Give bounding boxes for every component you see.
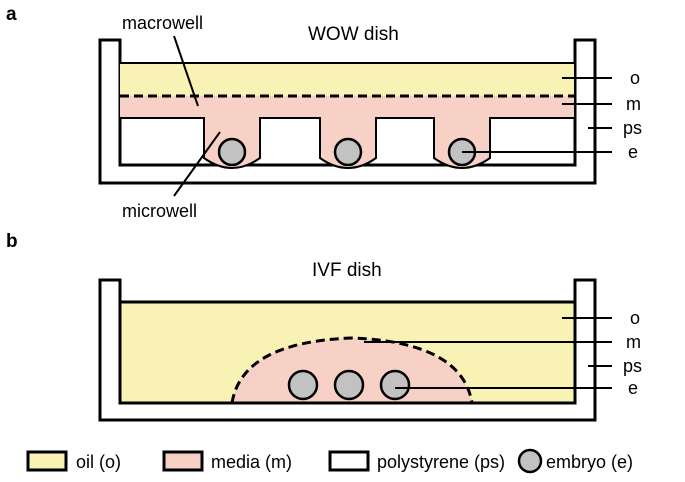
legend-oil-label: oil (o) [76, 452, 121, 472]
macrowell-pointer [173, 35, 199, 107]
wow-oil-layer [120, 63, 575, 96]
ivf-embryo-1 [287, 369, 319, 401]
panel-a-letter: a [6, 4, 17, 25]
legend-media-swatch [162, 450, 204, 472]
legend-media-label: media (m) [211, 452, 292, 472]
ivf-media-outline [230, 336, 474, 404]
ivf-layer-label-embryo: e [628, 378, 638, 398]
legend-polystyrene-label: polystyrene (ps) [377, 452, 505, 472]
legend: oil (o) media (m) polystyrene (ps) embry… [26, 448, 633, 474]
wow-well-outline [120, 62, 576, 169]
legend-oil-swatch [26, 450, 68, 472]
ivf-embryo-2 [333, 369, 365, 401]
panel-a-title: WOW dish [308, 24, 399, 45]
legend-polystyrene-swatch [328, 450, 370, 472]
wow-layer-label-oil: o [630, 68, 640, 88]
ivf-layer-label-ps: ps [623, 356, 642, 376]
wow-layer-label-embryo: e [628, 142, 638, 162]
ivf-embryo-3 [379, 369, 411, 401]
microwell-pointer [173, 131, 221, 197]
wow-layer-label-media: m [626, 94, 641, 114]
panel-b-letter: b [6, 231, 18, 252]
ivf-layer-label-media: m [626, 332, 641, 352]
wow-embryo-1 [217, 137, 247, 167]
wow-embryo-2 [333, 137, 363, 167]
legend-embryo-label: embryo (e) [546, 452, 633, 472]
microwell-label: microwell [122, 201, 197, 221]
wow-layer-label-ps: ps [623, 118, 642, 138]
legend-embryo-swatch [517, 448, 543, 474]
panel-b-title: IVF dish [312, 260, 382, 281]
macrowell-label: macrowell [122, 13, 203, 33]
ivf-layer-label-oil: o [630, 308, 640, 328]
